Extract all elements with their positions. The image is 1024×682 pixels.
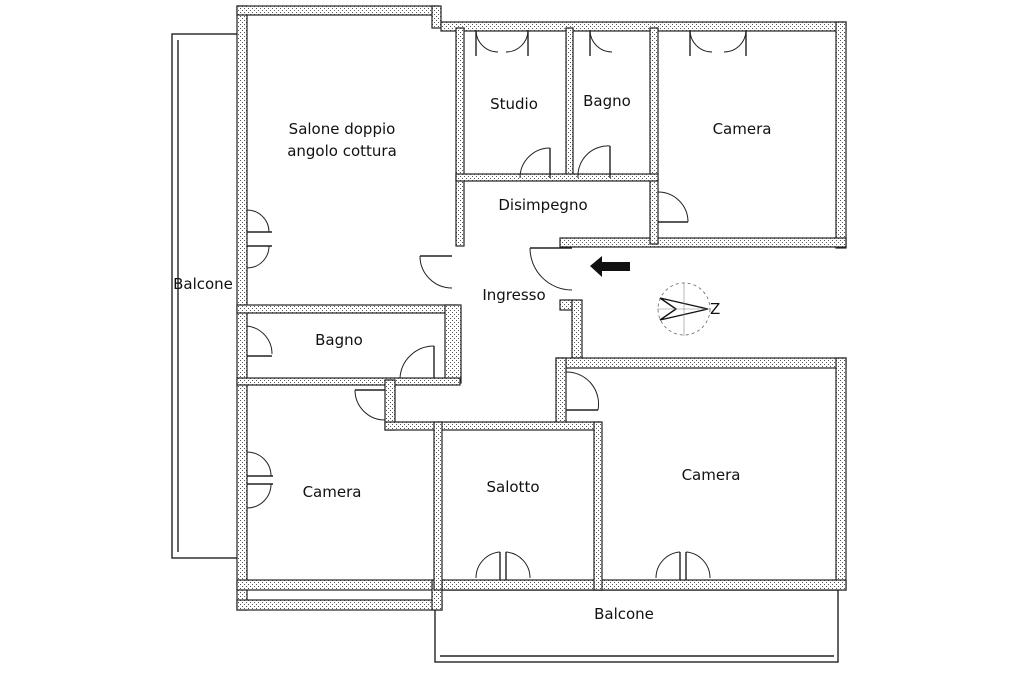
interior-walls	[236, 27, 659, 591]
room-balcone-bottom: Balcone	[594, 605, 654, 623]
room-ingresso: Ingresso	[482, 286, 545, 304]
room-salotto: Salotto	[487, 478, 540, 496]
room-salone-line1: Salone doppio	[289, 120, 396, 138]
room-salone-line2: angolo cottura	[287, 142, 397, 160]
compass-north-label: Z	[710, 300, 720, 318]
room-camera-top-right: Camera	[713, 120, 772, 138]
room-studio: Studio	[490, 95, 538, 113]
room-camera-bottom-right: Camera	[682, 466, 741, 484]
room-bagno-mid: Bagno	[315, 331, 363, 349]
compass-icon: Z	[657, 282, 720, 336]
room-camera-bottom-left: Camera	[303, 483, 362, 501]
doors	[246, 29, 747, 580]
balcony-left	[171, 33, 239, 559]
room-bagno-top: Bagno	[583, 92, 631, 110]
entrance-arrow-icon	[590, 256, 630, 277]
room-disimpegno: Disimpegno	[498, 196, 587, 214]
balcony-bottom	[434, 589, 839, 663]
room-balcone-left: Balcone	[173, 275, 233, 293]
